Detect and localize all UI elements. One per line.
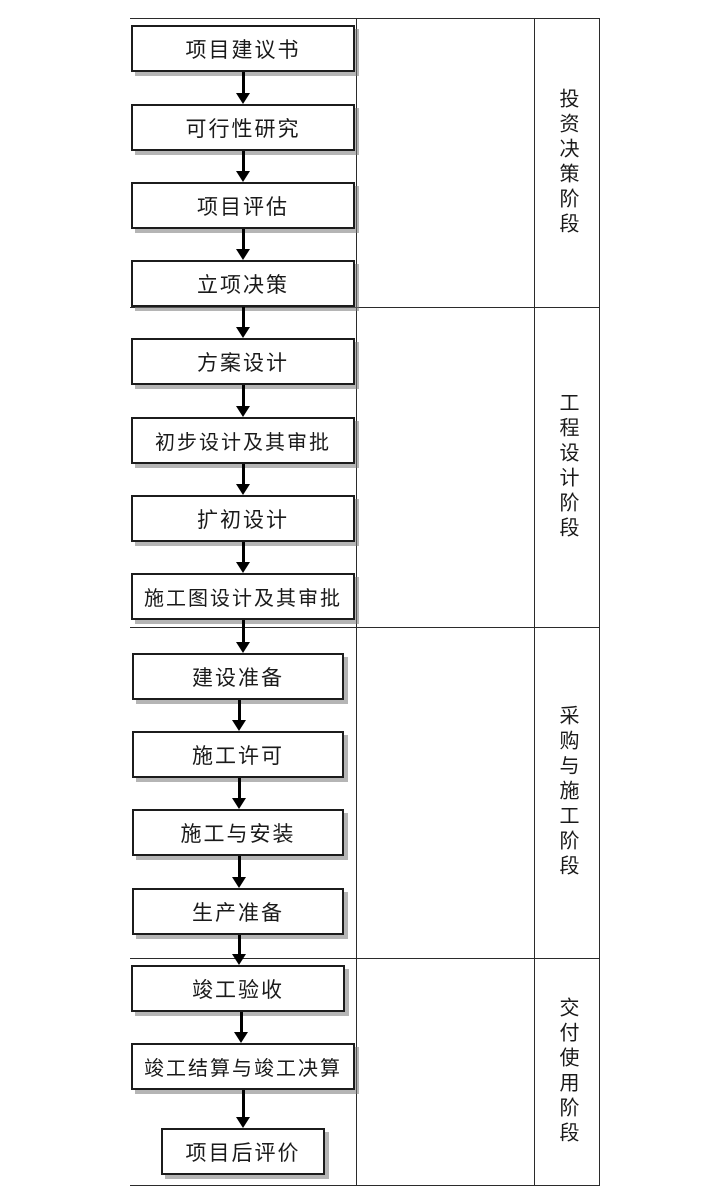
stage-label-delivery-use: 交付使用阶段 bbox=[534, 958, 600, 1185]
arrow-n8-n9 bbox=[236, 620, 250, 653]
node-extended-preliminary-design[interactable]: 扩初设计 bbox=[131, 495, 355, 542]
node-label: 建设准备 bbox=[192, 665, 284, 690]
arrow-n13-n14 bbox=[234, 1012, 248, 1043]
node-label: 施工许可 bbox=[192, 743, 284, 768]
stage-label-procurement-construction: 采购与施工阶段 bbox=[534, 627, 600, 958]
arrow-n10-n11 bbox=[232, 778, 246, 809]
node-label: 扩初设计 bbox=[197, 507, 289, 532]
node-post-project-evaluation[interactable]: 项目后评价 bbox=[161, 1128, 325, 1175]
node-construction-permit[interactable]: 施工许可 bbox=[132, 731, 344, 778]
node-label: 项目建议书 bbox=[185, 37, 301, 62]
node-label: 生产准备 bbox=[192, 900, 284, 925]
stage-label-text: 工程设计阶段 bbox=[556, 392, 578, 542]
outer-frame-bottom bbox=[130, 1185, 600, 1186]
stage-label-text: 投资决策阶段 bbox=[556, 87, 578, 238]
node-project-approval-decision[interactable]: 立项决策 bbox=[131, 260, 355, 307]
node-construction-drawing-design-approval[interactable]: 施工图设计及其审批 bbox=[131, 573, 355, 620]
arrow-n1-n2 bbox=[236, 72, 250, 104]
stage-label-investment-decision: 投资决策阶段 bbox=[534, 18, 600, 307]
stage-label-text: 交付使用阶段 bbox=[556, 996, 578, 1147]
node-completion-acceptance[interactable]: 竣工验收 bbox=[131, 965, 345, 1012]
arrow-n7-n8 bbox=[236, 542, 250, 573]
column-divider-middle bbox=[356, 18, 357, 1185]
node-scheme-design[interactable]: 方案设计 bbox=[131, 338, 355, 385]
node-production-preparation[interactable]: 生产准备 bbox=[132, 888, 344, 935]
node-final-settlement-and-accounts[interactable]: 竣工结算与竣工决算 bbox=[131, 1043, 355, 1090]
node-feasibility-study[interactable]: 可行性研究 bbox=[131, 104, 355, 151]
outer-frame bbox=[130, 18, 600, 1185]
node-construction-preparation[interactable]: 建设准备 bbox=[132, 653, 344, 700]
node-label: 项目后评价 bbox=[185, 1140, 301, 1165]
node-preliminary-design-approval[interactable]: 初步设计及其审批 bbox=[131, 417, 355, 464]
node-label: 方案设计 bbox=[197, 350, 289, 375]
node-label: 初步设计及其审批 bbox=[155, 432, 331, 454]
arrow-n4-n5 bbox=[236, 307, 250, 338]
node-label: 竣工结算与竣工决算 bbox=[144, 1058, 342, 1080]
node-label: 项目评估 bbox=[197, 194, 289, 219]
arrow-n3-n4 bbox=[236, 229, 250, 260]
stage-separator-1 bbox=[130, 307, 600, 308]
arrow-n12-n13 bbox=[232, 935, 246, 965]
node-label: 立项决策 bbox=[197, 272, 289, 297]
arrow-n2-n3 bbox=[236, 151, 250, 182]
node-label: 可行性研究 bbox=[185, 116, 301, 141]
node-label: 施工图设计及其审批 bbox=[144, 588, 342, 610]
arrow-n9-n10 bbox=[232, 700, 246, 731]
stage-separator-2 bbox=[130, 627, 600, 628]
node-project-evaluation[interactable]: 项目评估 bbox=[131, 182, 355, 229]
node-label: 施工与安装 bbox=[180, 821, 296, 846]
node-project-proposal[interactable]: 项目建议书 bbox=[131, 25, 355, 72]
arrow-n6-n7 bbox=[236, 464, 250, 495]
stage-separator-3 bbox=[130, 958, 600, 959]
arrow-n14-n15 bbox=[236, 1090, 250, 1128]
column-divider-stage-label bbox=[534, 18, 535, 1185]
stage-label-text: 采购与施工阶段 bbox=[556, 705, 578, 880]
arrow-n5-n6 bbox=[236, 385, 250, 417]
node-construction-and-installation[interactable]: 施工与安装 bbox=[132, 809, 344, 856]
node-label: 竣工验收 bbox=[192, 977, 284, 1002]
stage-label-engineering-design: 工程设计阶段 bbox=[534, 307, 600, 627]
arrow-n11-n12 bbox=[232, 856, 246, 888]
